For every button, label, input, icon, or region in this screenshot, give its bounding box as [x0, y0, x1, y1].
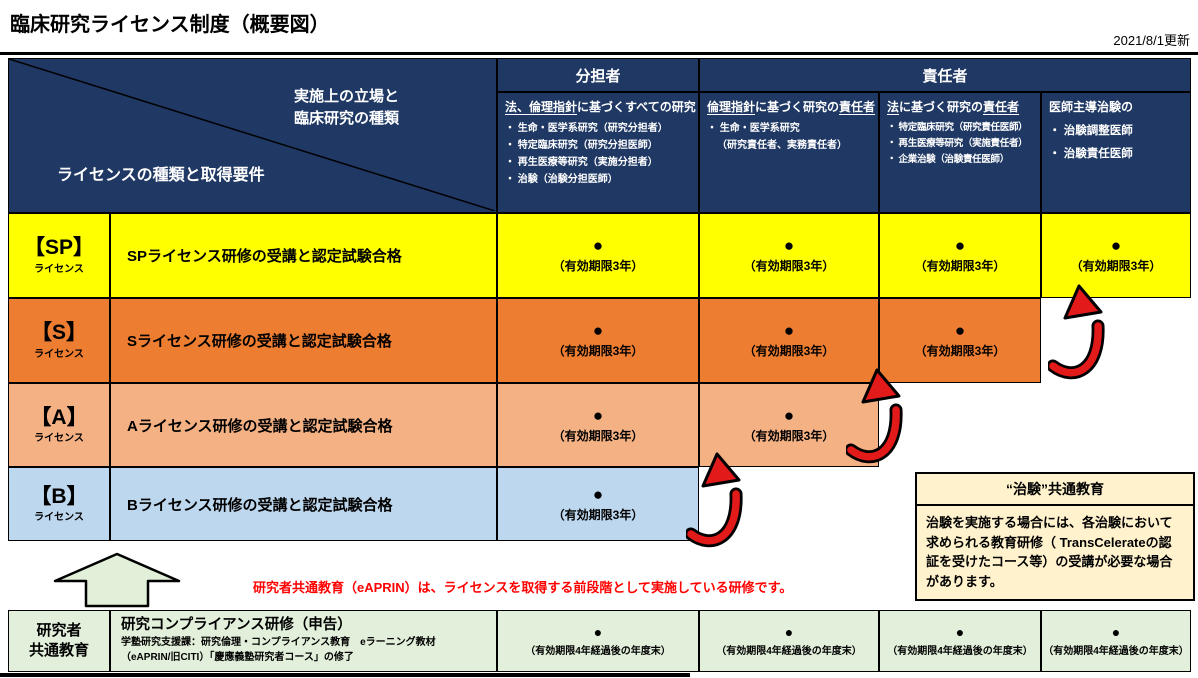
column-header-all-research: 法、倫理指針に基づくすべての研究 ・ 生命・医学系研究（研究分担者） ・ 特定臨… — [497, 92, 699, 213]
sp-cell-col4: ●（有効期限3年） — [1041, 213, 1191, 298]
prerequisite-note: 研究者共通教育（eAPRIN）は、ライセンスを取得する前段階として実施している研… — [253, 580, 793, 595]
sp-cell-col3: ●（有効期限3年） — [879, 213, 1041, 298]
a-license-label-cell: 【A】ライセンス — [8, 383, 110, 467]
b-cell-col1: ●（有効期限3年） — [497, 467, 699, 541]
page-title: 臨床研究ライセンス制度（概要図） — [10, 14, 330, 36]
bottom-edge-bar — [0, 673, 690, 677]
header-corner-cell: 実施上の立場と 臨床研究の種類 ライセンスの種類と取得要件 — [8, 58, 497, 213]
sp-license-label-cell: 【SP】ライセンス — [8, 213, 110, 298]
s-license-requirement-cell: Sライセンス研修の受講と認定試験合格 — [110, 298, 497, 383]
group-header-buntansha: 分担者 — [497, 58, 699, 92]
a-cell-col1: ●（有効期限3年） — [497, 383, 699, 467]
b-license-label-cell: 【B】ライセンス — [8, 467, 110, 541]
column-header-hou-sekinin: 法に基づく研究の責任者 ・ 特定臨床研究（研究責任医師） ・ 再生医療等研究（実… — [879, 92, 1041, 213]
common-cell-col3: ●（有効期限4年経過後の年度末） — [879, 610, 1041, 672]
a-license-requirement-cell: Aライセンス研修の受講と認定試験合格 — [110, 383, 497, 467]
common-cell-col1: ●（有効期限4年経過後の年度末） — [497, 610, 699, 672]
prerequisite-arrow-icon — [50, 551, 184, 609]
sp-cell-col2: ●（有効期限3年） — [699, 213, 879, 298]
s-cell-col2: ●（有効期限3年） — [699, 298, 879, 383]
upgrade-arrow-icon-a-to-s — [846, 368, 908, 464]
upgrade-arrow-icon-s-to-sp — [1048, 284, 1110, 380]
column-header-ishi-shudou-chiken: 医師主導治験の ・ 治験調整医師 ・ 治験責任医師 — [1041, 92, 1191, 213]
s-license-label-cell: 【S】ライセンス — [8, 298, 110, 383]
trial-common-education-box: “治験”共通教育 治験を実施する場合には、各治験において求められる教育研修（ T… — [915, 472, 1195, 601]
sp-cell-col1: ●（有効期限3年） — [497, 213, 699, 298]
upgrade-arrow-icon-b-to-a — [686, 452, 748, 548]
column-header-rinri-sekinin: 倫理指針に基づく研究の責任者 ・ 生命・医学系研究 （研究責任者、実務責任者） — [699, 92, 879, 213]
common-cell-col4: ●（有効期限4年経過後の年度末） — [1041, 610, 1191, 672]
s-cell-col3: ●（有効期限3年） — [879, 298, 1041, 383]
group-header-sekininsha: 責任者 — [699, 58, 1191, 92]
corner-label-positions: 実施上の立場と 臨床研究の種類 — [294, 88, 400, 127]
header-diagonal-divider — [9, 59, 495, 211]
common-cell-col2: ●（有効期限4年経過後の年度末） — [699, 610, 879, 672]
title-divider — [0, 52, 1198, 55]
updated-date: 2021/8/1更新 — [1113, 33, 1190, 48]
corner-label-licenses: ライセンスの種類と取得要件 — [57, 167, 265, 184]
common-education-desc-cell: 研究コンプライアンス研修（申告） 学塾研究支援課：研究倫理・コンプライアンス教育… — [110, 610, 497, 672]
sp-license-requirement-cell: SPライセンス研修の受講と認定試験合格 — [110, 213, 497, 298]
trial-box-title: “治験”共通教育 — [917, 474, 1193, 506]
trial-box-body: 治験を実施する場合には、各治験において求められる教育研修（ TransCeler… — [926, 515, 1173, 589]
s-cell-col1: ●（有効期限3年） — [497, 298, 699, 383]
b-license-requirement-cell: Bライセンス研修の受講と認定試験合格 — [110, 467, 497, 541]
common-education-label-cell: 研究者共通教育 — [8, 610, 110, 672]
